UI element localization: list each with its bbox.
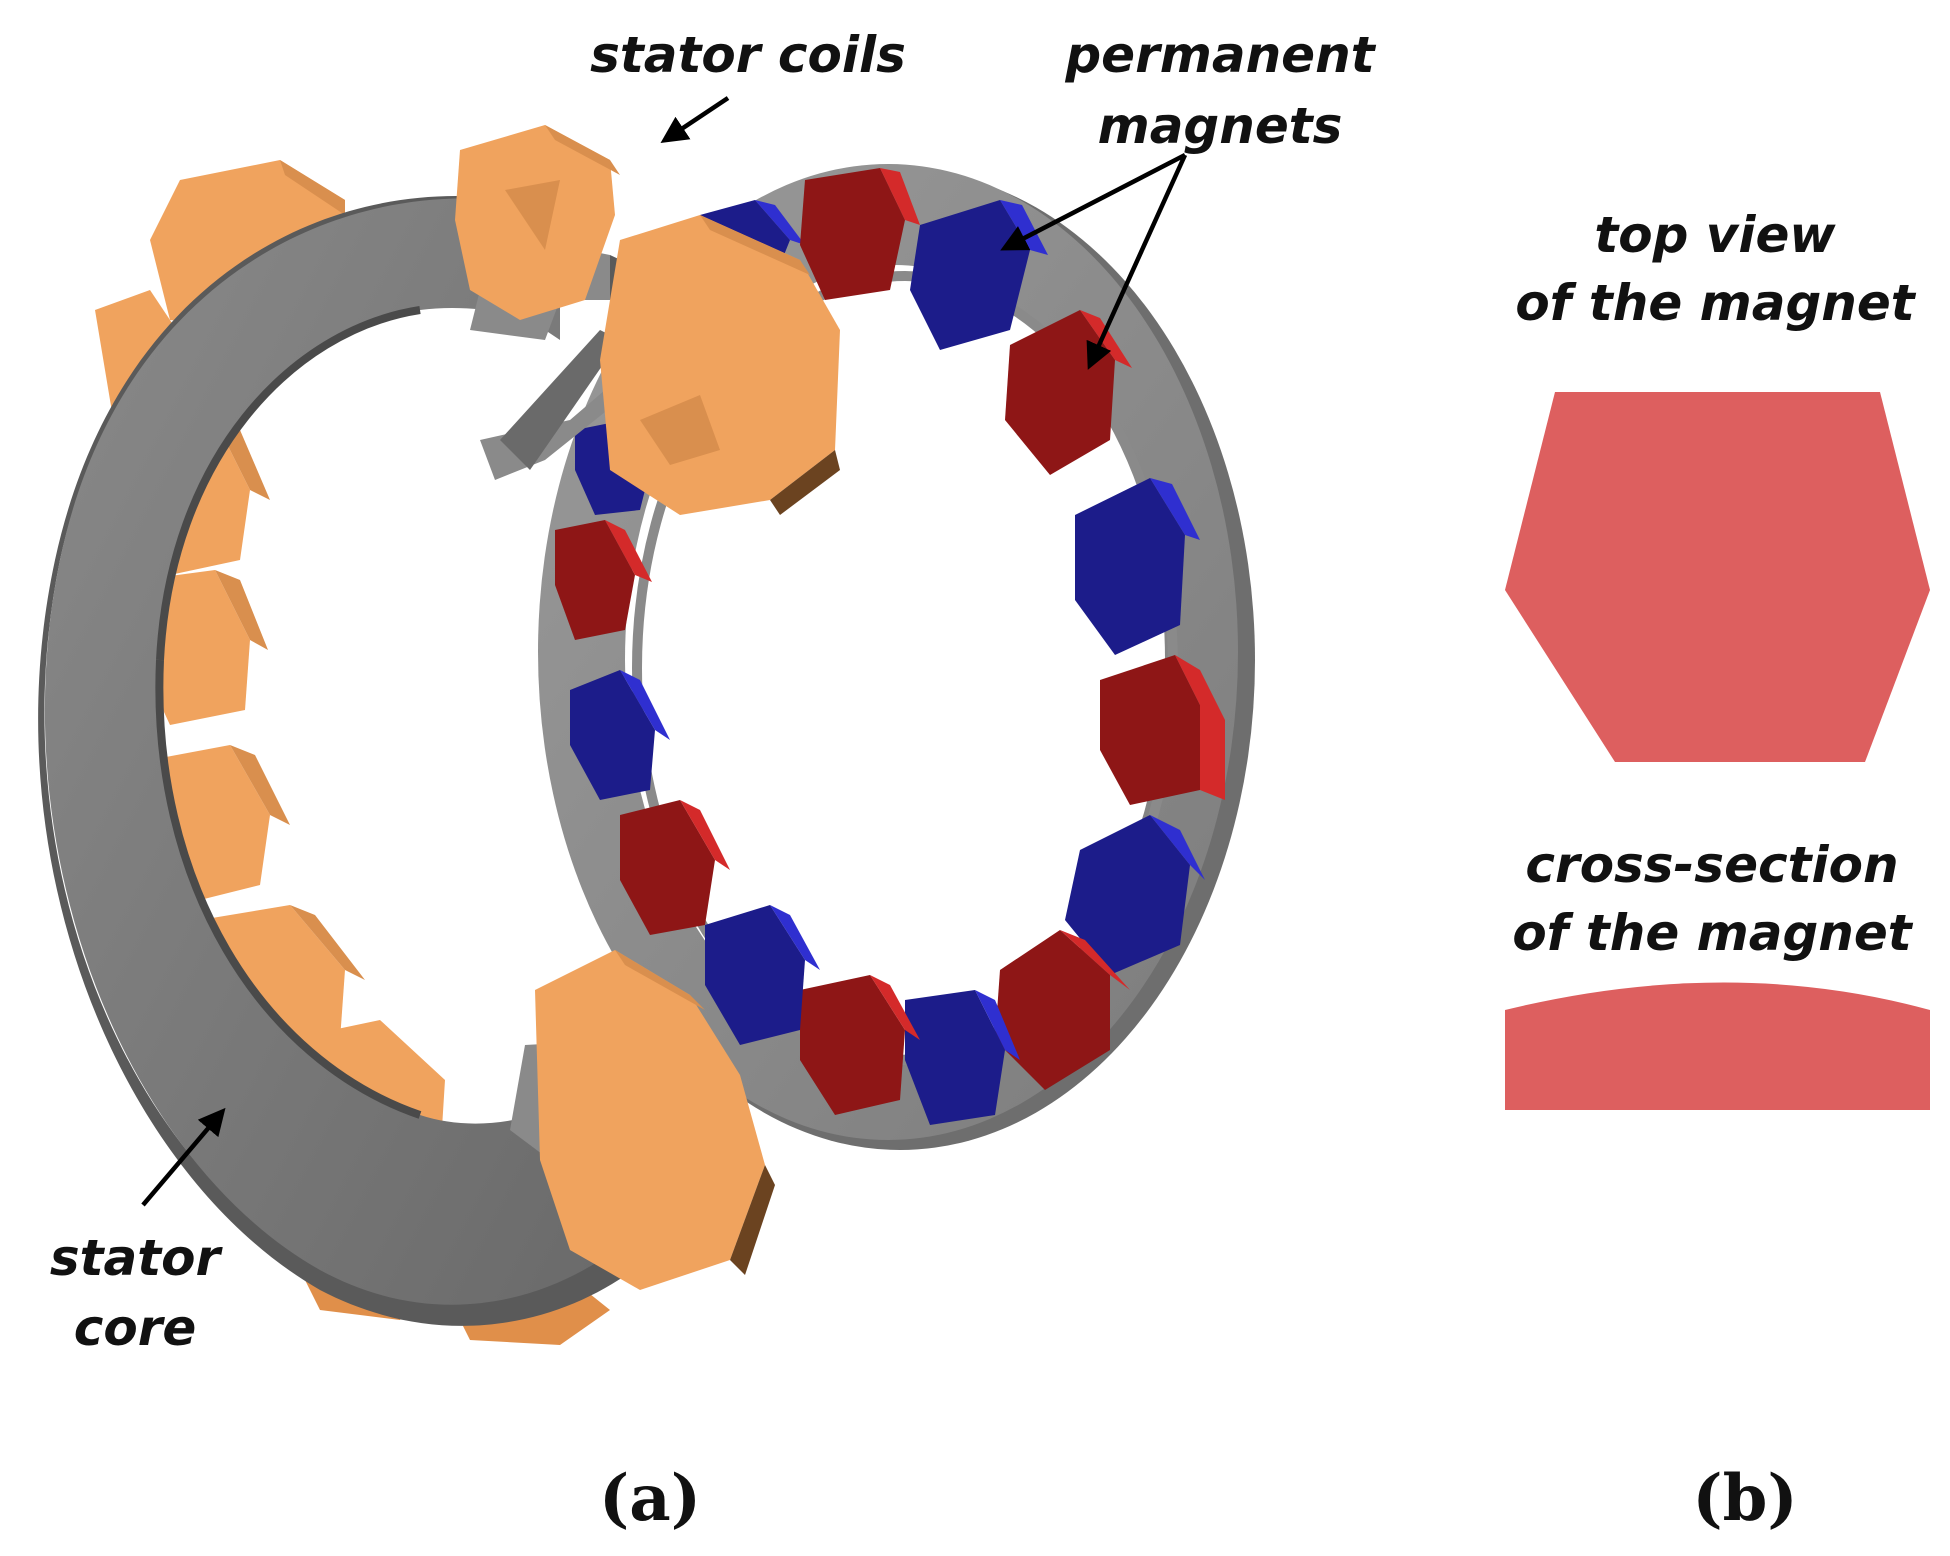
magnet-blue <box>705 905 820 1045</box>
stator-core-arrow <box>141 1107 226 1207</box>
top-view-label-line2: of the magnet <box>1515 274 1916 332</box>
magnet-red <box>800 975 920 1115</box>
permanent-magnets <box>555 168 1225 1125</box>
magnet-blue <box>905 990 1020 1125</box>
magnet-red <box>620 800 730 935</box>
stator-core-label-line1: stator <box>50 1229 224 1287</box>
magnet-red <box>555 520 652 640</box>
panel-a-label: (a) <box>599 1461 701 1536</box>
cross-section-label-line2: of the magnet <box>1512 904 1913 962</box>
stator-coils-label: stator coils <box>590 26 906 84</box>
panel-a-illustration: stator coils permanent magnets stator co… <box>38 26 1377 1536</box>
magnet-blue <box>1065 815 1205 975</box>
magnet-red <box>1100 655 1225 805</box>
magnet-red <box>995 930 1130 1090</box>
permanent-magnets-label-line2: magnets <box>1098 97 1343 155</box>
stator-coils-arrow <box>660 96 730 143</box>
permanent-magnets-arrow-1 <box>1000 153 1187 251</box>
panel-b-illustration: top view of the magnet cross-section of … <box>1505 206 1930 1536</box>
coil <box>455 125 620 320</box>
permanent-magnets-arrow-2 <box>1086 154 1188 370</box>
stator-core-label-line2: core <box>74 1299 197 1357</box>
stator-coils-front <box>455 125 840 1290</box>
magnet-blue <box>1075 478 1200 655</box>
magnet-red <box>800 168 920 300</box>
top-view-label-line1: top view <box>1594 206 1836 264</box>
permanent-magnets-label-line1: permanent <box>1064 26 1376 84</box>
magnet-top-view-shape <box>1505 392 1930 762</box>
coil <box>535 950 775 1290</box>
panel-b-label: (b) <box>1692 1461 1797 1536</box>
magnet-blue <box>570 670 670 800</box>
coil <box>600 215 840 515</box>
magnet-cross-section-shape <box>1505 982 1930 1110</box>
leader-arrows <box>141 96 1188 1207</box>
cross-section-label-line1: cross-section <box>1525 836 1898 894</box>
